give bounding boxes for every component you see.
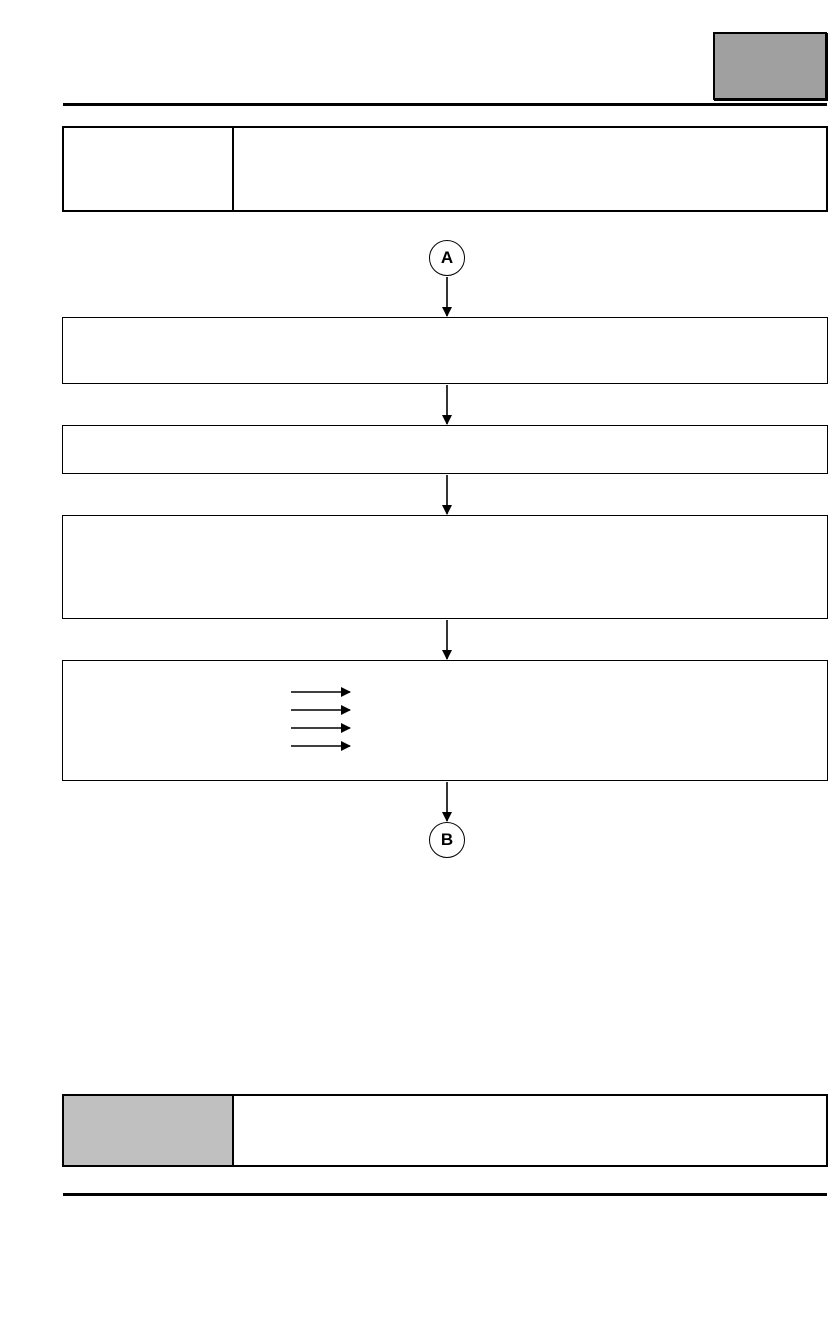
connector-b-label: B xyxy=(440,830,454,849)
flow-step-4 xyxy=(62,660,828,781)
header-section-tab xyxy=(713,32,827,100)
bottom-info-content-cell xyxy=(234,1096,826,1181)
flow-step-3 xyxy=(62,515,828,619)
footer-rule xyxy=(63,1193,827,1196)
flow-step-2 xyxy=(62,425,828,474)
bottom-info-label-cell xyxy=(64,1096,234,1165)
flow-step-1 xyxy=(62,317,828,384)
header-rule xyxy=(63,103,827,106)
bottom-info-table xyxy=(62,1094,828,1167)
connector-a-label: A xyxy=(440,248,454,267)
top-info-label-cell xyxy=(64,128,234,210)
connector-a: A xyxy=(429,240,465,276)
top-info-table xyxy=(62,126,828,212)
connector-b: B xyxy=(429,822,465,858)
